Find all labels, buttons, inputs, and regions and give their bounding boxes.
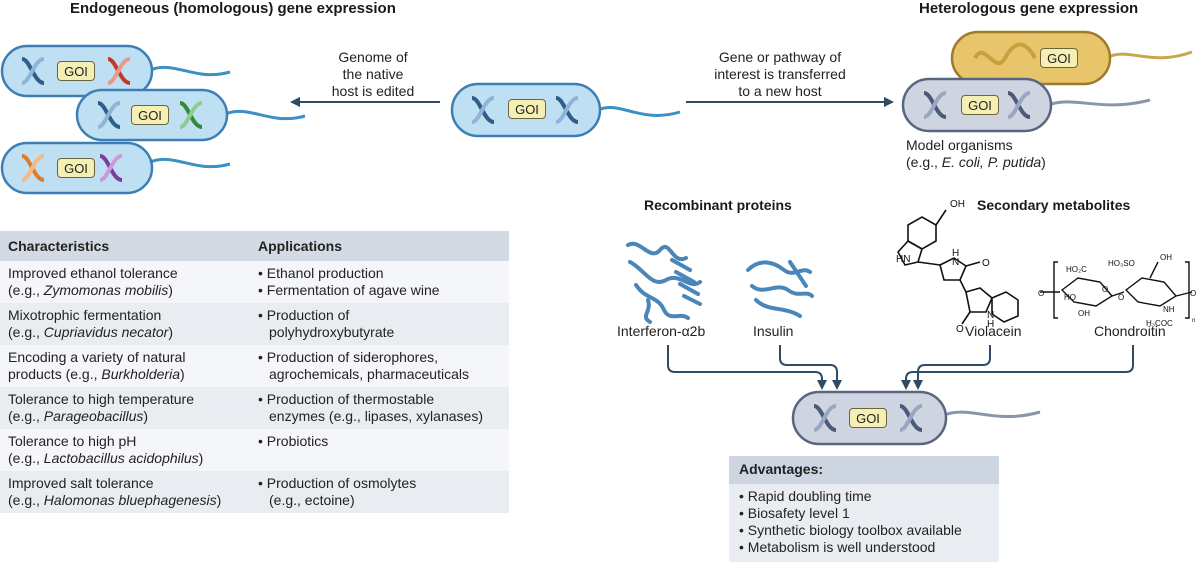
native-host-cell-2 [75,88,306,142]
table-header: Characteristics [0,231,250,261]
svg-text:N: N [987,310,994,321]
protein-ribbon-icon [626,241,702,324]
goi-box: GOI [1040,48,1078,68]
goi-box: GOI [961,95,999,115]
table-row: Improved ethanol tolerance(e.g., Zymomon… [0,261,509,303]
svg-text:OH: OH [1078,309,1090,318]
secondary-metabolites-title: Secondary metabolites [977,197,1131,213]
advantages-title: Advantages: [729,456,999,484]
svg-text:H₃COC: H₃COC [1146,319,1173,328]
svg-text:HO: HO [1064,293,1076,302]
svg-text:H: H [987,319,994,330]
list-item: • Biosafety level 1 [739,505,850,521]
right-arrow-note: Gene or pathway of interest is transferr… [714,49,846,99]
list-item: • Synthetic biology toolbox available [739,522,962,538]
svg-text:OH: OH [1160,253,1172,262]
product-label-insulin: Insulin [753,323,794,339]
left-title: Endogeneous (homologous) gene expression [70,0,396,17]
native-host-cell-3 [0,141,231,195]
svg-text:NH: NH [1163,305,1175,314]
molecule-structure-icon [897,209,1019,325]
production-host-cell [791,390,1041,446]
product-label-violacein: Violacein [965,323,1022,339]
protein-ribbon-icon [746,260,814,318]
product-label-interferon: Interferon-α2b [617,323,706,339]
molecule-structure-icon [1040,261,1193,319]
svg-text:n: n [1192,318,1195,324]
flagellum-icon [149,65,231,77]
heterologous-host-grey [901,77,1151,133]
table-row: Tolerance to high temperature(e.g., Para… [0,387,509,429]
svg-text:HN: HN [896,254,910,265]
svg-text:O: O [982,258,990,269]
svg-text:O: O [1038,289,1044,298]
product-label-chondroitin: Chondroitin [1094,323,1166,339]
goi-box: GOI [508,99,546,119]
table-header: Applications [250,231,509,261]
svg-text:H: H [952,248,959,259]
list-item: • Rapid doubling time [739,488,872,504]
goi-box: GOI [131,105,169,125]
goi-box: GOI [849,408,887,428]
svg-text:OH: OH [950,199,965,210]
svg-text:N: N [952,257,959,268]
characteristics-table: Characteristics Applications Improved et… [0,231,509,513]
heterologous-host-gold [950,30,1193,86]
table-row: Improved salt tolerance(e.g., Halomonas … [0,471,509,513]
dna-helix-icon [21,57,45,85]
table-row: Tolerance to high pH(e.g., Lactobacillus… [0,429,509,471]
svg-text:O: O [956,324,964,335]
list-item: • Metabolism is well understood [739,539,936,555]
converging-arrows [667,345,1134,382]
table-row: Mixotrophic fermentation(e.g., Cupriavid… [0,303,509,345]
arrow-left [290,97,440,107]
svg-text:O: O [1190,289,1196,298]
svg-text:HO₂C: HO₂C [1066,265,1087,274]
center-cell [450,82,681,138]
native-host-cell-1 [0,44,231,98]
svg-text:O: O [1118,293,1124,302]
svg-text:HO₃SO: HO₃SO [1108,259,1135,268]
goi-box: GOI [57,61,95,81]
recombinant-proteins-title: Recombinant proteins [644,197,792,213]
right-title: Heterologous gene expression [919,0,1139,17]
arrow-right [686,97,894,107]
svg-text:O: O [1102,285,1108,294]
left-arrow-note: Genome of the native host is edited [331,49,415,99]
goi-box: GOI [57,158,95,178]
advantages-box: Advantages: • Rapid doubling time • Bios… [729,456,999,562]
model-organisms-label: Model organisms (e.g., E. coli, P. putid… [906,137,1046,170]
